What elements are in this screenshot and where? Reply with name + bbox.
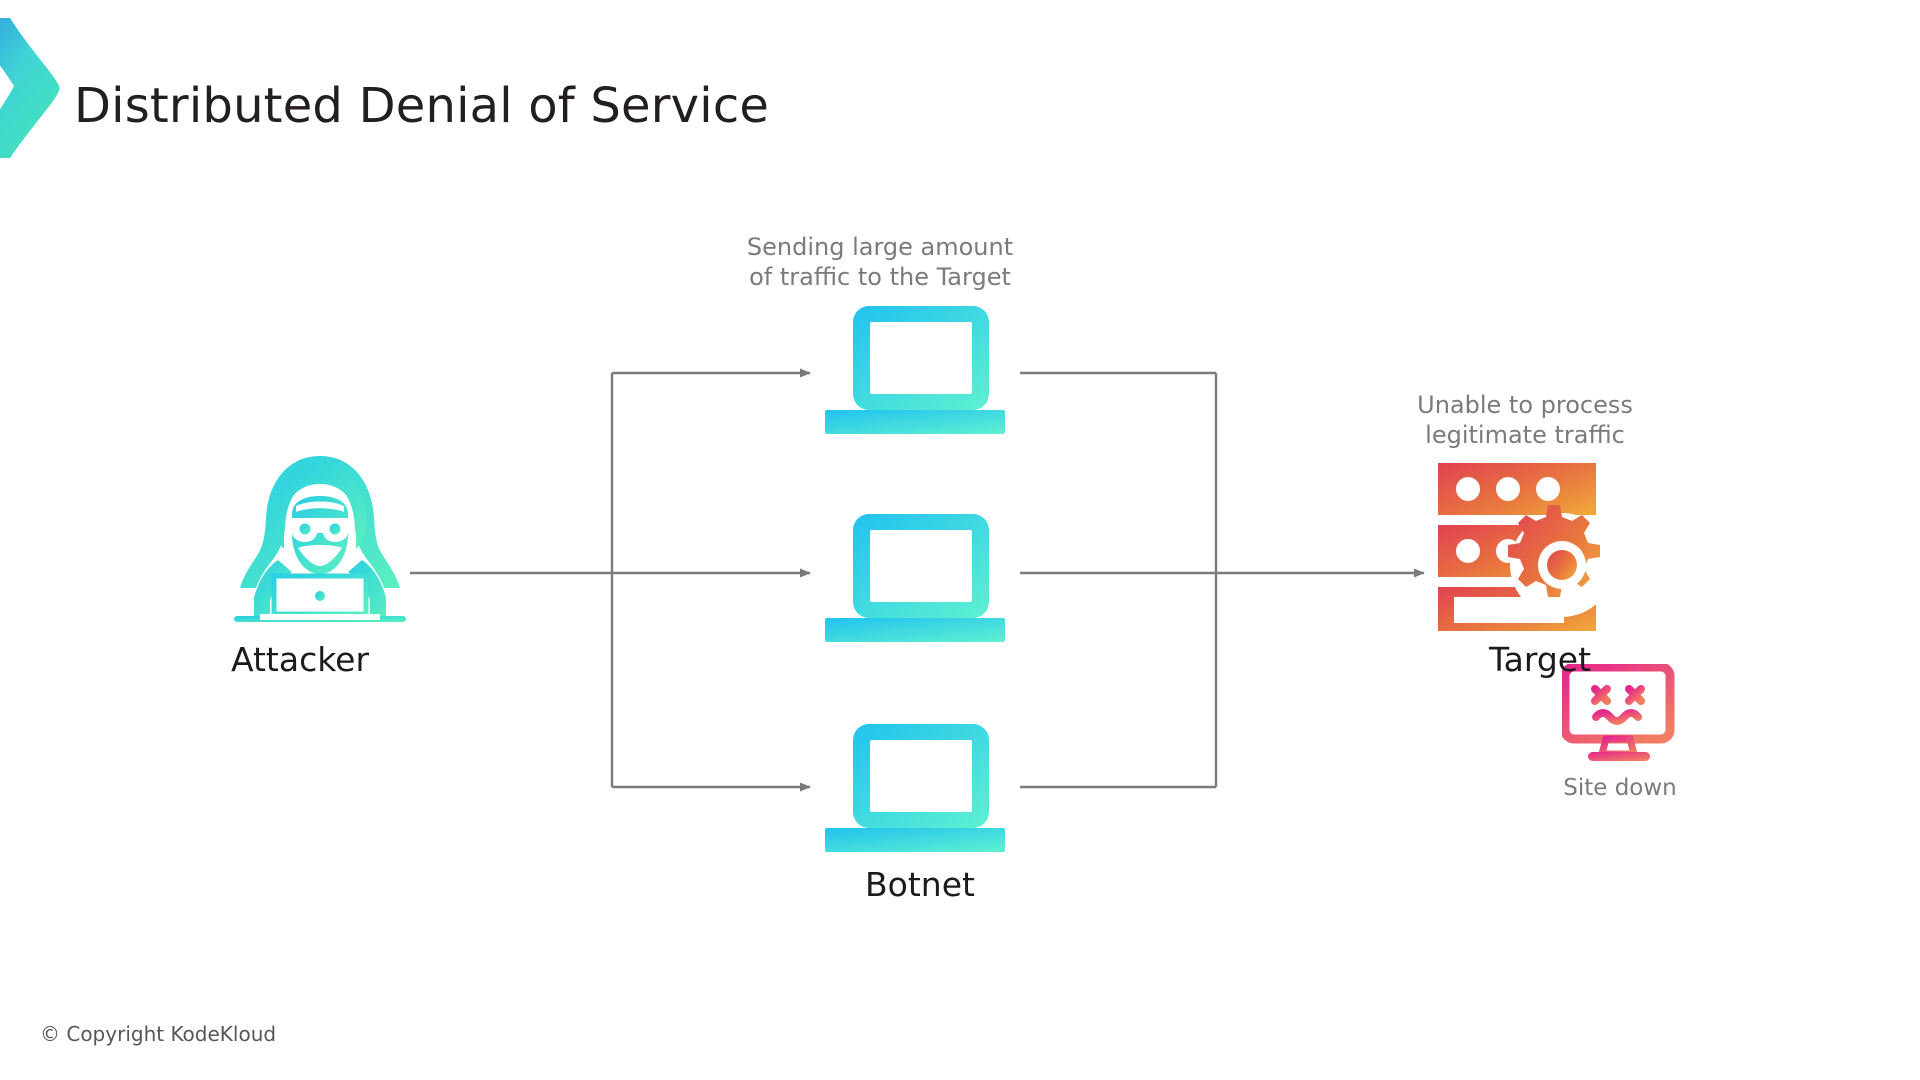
hacker-icon — [234, 456, 406, 622]
laptop-icon — [825, 514, 1005, 642]
botnet-label: Botnet — [865, 865, 975, 904]
attacker-label: Attacker — [230, 640, 370, 679]
connector-attacker-to-fanout — [410, 368, 811, 792]
connector-botnet-to-target — [1020, 371, 1425, 789]
laptop-icon — [825, 306, 1005, 434]
copyright-notice: © Copyright KodeKloud — [40, 1022, 277, 1046]
page-title: Distributed Denial of Service — [74, 78, 770, 134]
laptop-icon — [825, 724, 1005, 852]
target-label: Target — [1488, 640, 1592, 679]
dead-monitor-icon — [1562, 664, 1675, 761]
brand-logo-chevron-icon — [0, 18, 60, 158]
botnet-annotation: Sending large amount of traffic to the T… — [746, 233, 1014, 291]
server-gear-icon — [1438, 463, 1614, 631]
site-down-label: Site down — [1563, 775, 1677, 801]
target-annotation: Unable to process legitimate traffic — [1417, 391, 1633, 449]
